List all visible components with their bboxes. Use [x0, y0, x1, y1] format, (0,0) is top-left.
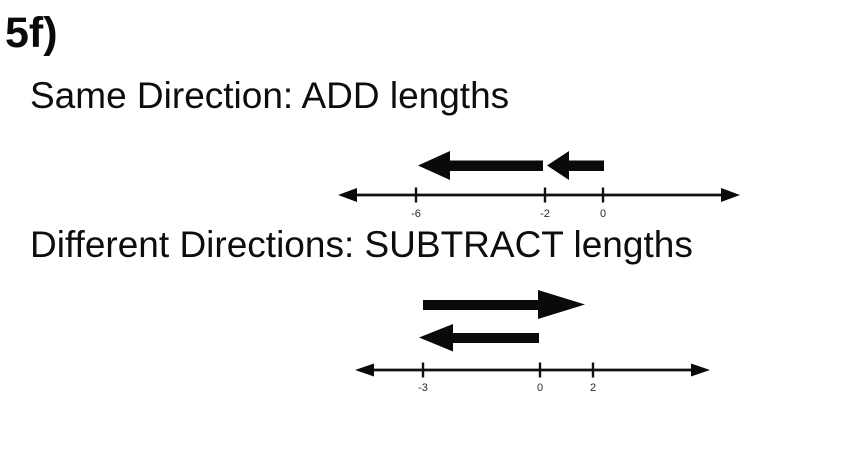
axis-left-arrowhead-icon: [338, 188, 357, 202]
different-directions-heading: Different Directions: SUBTRACT lengths: [30, 224, 693, 265]
number-line-figure-add: -6 -2 0: [338, 151, 740, 220]
axis-right-arrowhead-icon: [721, 188, 740, 202]
axis-right-arrowhead-icon: [691, 363, 710, 377]
right-arrow: [423, 290, 585, 319]
tick-label-zero: 0: [600, 208, 606, 220]
tick-label-minus-2: -2: [540, 208, 550, 220]
left-arrow-short: [547, 151, 604, 180]
axis-left-arrowhead-icon: [355, 363, 374, 377]
left-arrow: [419, 324, 539, 352]
left-arrow-long: [418, 151, 543, 180]
number-line-figure-subtract: -3 0 2: [355, 290, 710, 394]
problem-number-label: 5f): [5, 9, 58, 57]
tick-label-two: 2: [590, 382, 596, 394]
tick-label-minus-6: -6: [411, 208, 421, 220]
same-direction-heading: Same Direction: ADD lengths: [30, 75, 510, 116]
tick-label-zero: 0: [537, 382, 543, 394]
tick-label-minus-3: -3: [418, 382, 428, 394]
